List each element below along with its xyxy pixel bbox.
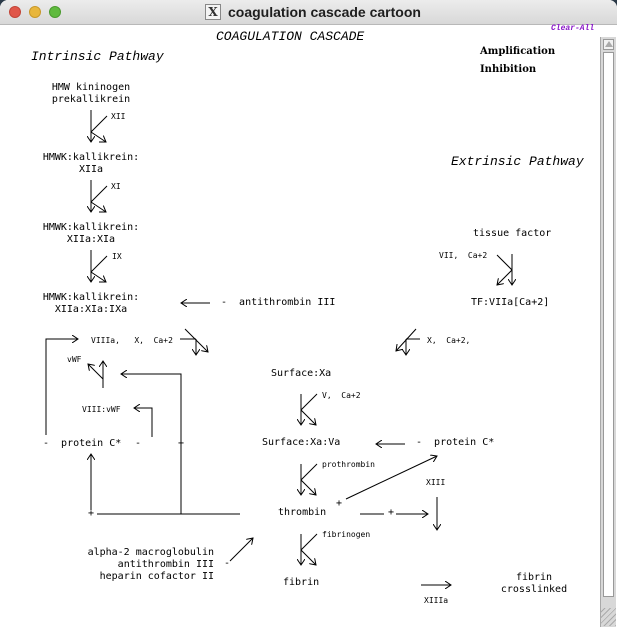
window-title: coagulation cascade cartoon [228, 4, 421, 20]
arrow-layer [45, 110, 600, 628]
reaction-arrow-prothrombin [301, 463, 318, 495]
protein-c-left: - protein C* [43, 438, 122, 449]
minimize-button[interactable] [29, 6, 41, 18]
label-vwf: vWF [67, 355, 82, 364]
inhibitor-antithrombin-iii: - antithrombin III [221, 297, 336, 308]
node-fibrin-crosslinked-1: fibrin [515, 572, 553, 583]
amplification-line-inner [134, 408, 153, 437]
intrinsic-heading: Intrinsic Pathway [31, 49, 164, 64]
inhibitor-alpha2-macroglobulin: alpha-2 macroglobulin [87, 547, 214, 558]
factor-xiiia: XIIIa [424, 596, 449, 605]
mid-plus: + [388, 507, 395, 518]
node-xiia-xia: XIIa:XIa [66, 234, 116, 245]
plus-sign-bottom: + [88, 508, 95, 519]
clear-all-button[interactable]: Clear-All [551, 24, 595, 33]
scroll-track[interactable] [603, 52, 614, 597]
inhibitor-thrombin-arrow [229, 538, 253, 562]
reaction-arrow-x-extrinsic [396, 328, 420, 355]
node-thrombin: thrombin [278, 507, 327, 518]
inhibitor-minus: - [224, 558, 231, 569]
maximize-button[interactable] [49, 6, 61, 18]
title-bar[interactable]: X coagulation cascade cartoon [0, 0, 617, 25]
reaction-arrow-xii [91, 110, 108, 142]
factor-xiii: XIII [426, 478, 446, 487]
thrombin-to-protein-c-arrow [345, 456, 437, 500]
node-xiia-xia-ixa: XIIa:XIa:IXa [54, 304, 128, 315]
reaction-arrow-fibrinogen [301, 533, 318, 565]
minus-sign: - [135, 438, 142, 449]
window-title-group: X coagulation cascade cartoon [205, 3, 421, 21]
node-fibrin-crosslinked-2: crosslinked [500, 584, 568, 595]
factor-v-ca: V, Ca+2 [322, 391, 361, 400]
node-hmw-kininogen: HMW kininogen [51, 82, 131, 93]
resize-grip-icon[interactable] [600, 608, 616, 626]
inhibitor-antithrombin-iii-2: antithrombin III [117, 559, 214, 570]
reaction-arrow-ix [91, 250, 108, 282]
legend-amplification[interactable]: Amplification [480, 46, 556, 57]
legend-inhibition[interactable]: Inhibition [480, 64, 537, 75]
diagram-title: COAGULATION CASCADE [216, 29, 365, 44]
cofactors-x-ca: X, Ca+2, [427, 336, 471, 345]
node-surface-xa-va: Surface:Xa:Va [262, 437, 341, 448]
scroll-up-arrow-icon[interactable] [603, 39, 614, 50]
node-hmwk-kallikrein-3: HMWK:kallikrein: [42, 292, 140, 303]
reaction-arrow-v [301, 393, 318, 425]
extrinsic-heading: Extrinsic Pathway [451, 154, 584, 169]
node-tf-viia: TF:VIIa[Ca+2] [471, 297, 550, 308]
node-xiia: XIIa [78, 164, 104, 175]
factor-ix: IX [112, 252, 122, 261]
node-hmwk-kallikrein-2: HMWK:kallikrein: [42, 222, 140, 233]
protein-c-right: - protein C* [416, 437, 495, 448]
node-tissue-factor: tissue factor [473, 228, 552, 239]
factor-xi: XI [111, 182, 121, 191]
factor-xii: XII [111, 112, 126, 121]
node-prekallikrein: prekallikrein [51, 94, 131, 105]
node-fibrin: fibrin [283, 577, 320, 588]
factor-fibrinogen: fibrinogen [322, 530, 371, 539]
node-viii-vwf: VIII:vWF [82, 405, 121, 414]
factor-vii-ca: VII, Ca+2 [439, 251, 488, 260]
amplification-line-outer [121, 374, 182, 487]
cofactors-viiia-x-ca: VIIIa, X, Ca+2 [91, 336, 173, 345]
diagram-canvas: COAGULATION CASCADE Amplification Inhibi… [0, 25, 600, 628]
inhibitor-heparin-cofactor-ii: heparin cofactor II [99, 571, 214, 582]
feedback-line-left [45, 339, 78, 435]
close-button[interactable] [9, 6, 21, 18]
reaction-arrow-xi [91, 180, 108, 212]
reaction-arrow-viiia [180, 328, 208, 355]
factor-prothrombin: prothrombin [322, 460, 375, 469]
vwf-release-arrow [88, 361, 103, 388]
x11-icon: X [205, 4, 221, 20]
node-surface-xa: Surface:Xa [271, 368, 332, 379]
reaction-arrow-vii [497, 254, 512, 285]
node-hmwk-kallikrein-1: HMWK:kallikrein: [42, 152, 140, 163]
thrombin-plus: + [336, 498, 343, 509]
vertical-scrollbar[interactable] [600, 37, 616, 627]
